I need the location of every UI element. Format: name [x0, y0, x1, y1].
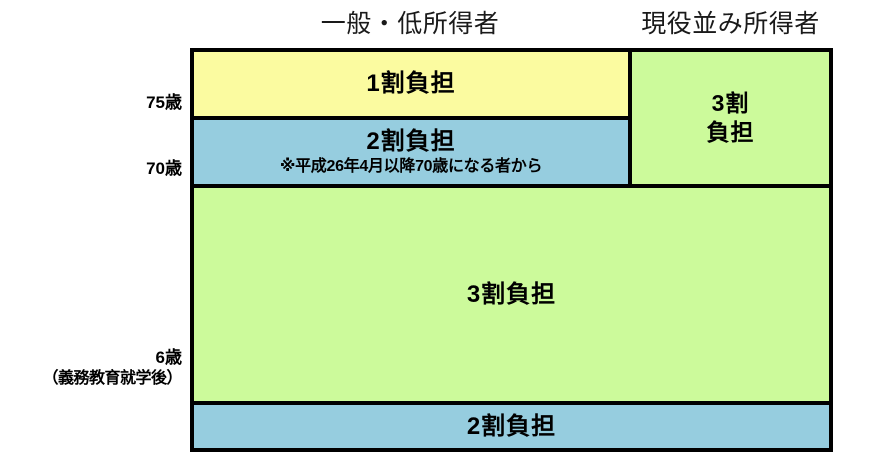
band-tier3-right-label: 3割 負担 [707, 89, 755, 147]
band-tier2-note: ※平成26年4月以降70歳になる者から [279, 158, 543, 176]
axis-label-age-6: 6歳 （義務教育就学後） [0, 348, 182, 389]
band-tier2-copayment-general: 2割負担 ※平成26年4月以降70歳になる者から [190, 116, 632, 188]
axis-label-age-70: 70歳 [146, 159, 182, 178]
band-tier2-label: 2割負担 [366, 127, 456, 155]
band-tier2-bottom-label: 2割負担 [466, 412, 557, 440]
band-tier3-right-label-line2: 負担 [706, 119, 755, 145]
axis-label-age-6-note: （義務教育就学後） [42, 370, 182, 388]
band-tier3-copayment-main: 3割負担 [190, 184, 833, 405]
band-tier1-label: 1割負担 [366, 70, 456, 98]
band-tier2-copayment-children: 2割負担 [190, 401, 833, 452]
band-tier1-copayment-general: 1割負担 [190, 48, 632, 120]
band-tier3-copayment-active-income: 3割 負担 [628, 48, 833, 188]
column-header-active-income: 現役並み所得者 [641, 10, 820, 38]
band-tier3-main-label: 3割負担 [466, 280, 557, 308]
axis-label-age-6-value: 6歳 [155, 348, 182, 367]
band-tier3-right-label-line1: 3割 [711, 90, 750, 117]
axis-label-age-75: 75歳 [146, 93, 182, 112]
column-header-general-low-income: 一般・低所得者 [320, 10, 500, 38]
